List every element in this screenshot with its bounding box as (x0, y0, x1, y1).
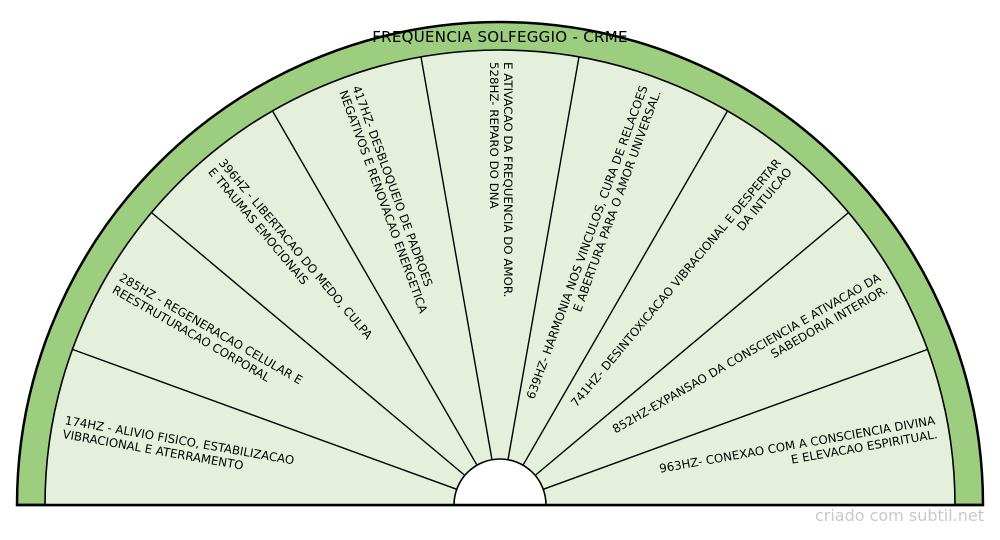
sector-divider (542, 348, 928, 490)
sector-divider (507, 56, 580, 460)
watermark: criado com subtil.net (814, 506, 984, 525)
sector-divider (150, 211, 466, 476)
sector-divider (72, 348, 458, 490)
sector-label-528hz-line-1: 528HZ- REPARO DO DNA (487, 62, 501, 209)
sector-divider (534, 211, 850, 476)
sector-divider (271, 110, 478, 466)
center-cutout (453, 458, 547, 506)
sector-area (44, 49, 956, 506)
sector-label-528hz-line-2: E ATIVACAO DA FREQUENCIA DO AMOR. (501, 62, 515, 297)
chart-title: FREQUENCIA SOLFEGGIO - CRME (372, 28, 628, 46)
sector-divider (522, 110, 729, 466)
sector-divider (420, 56, 493, 460)
